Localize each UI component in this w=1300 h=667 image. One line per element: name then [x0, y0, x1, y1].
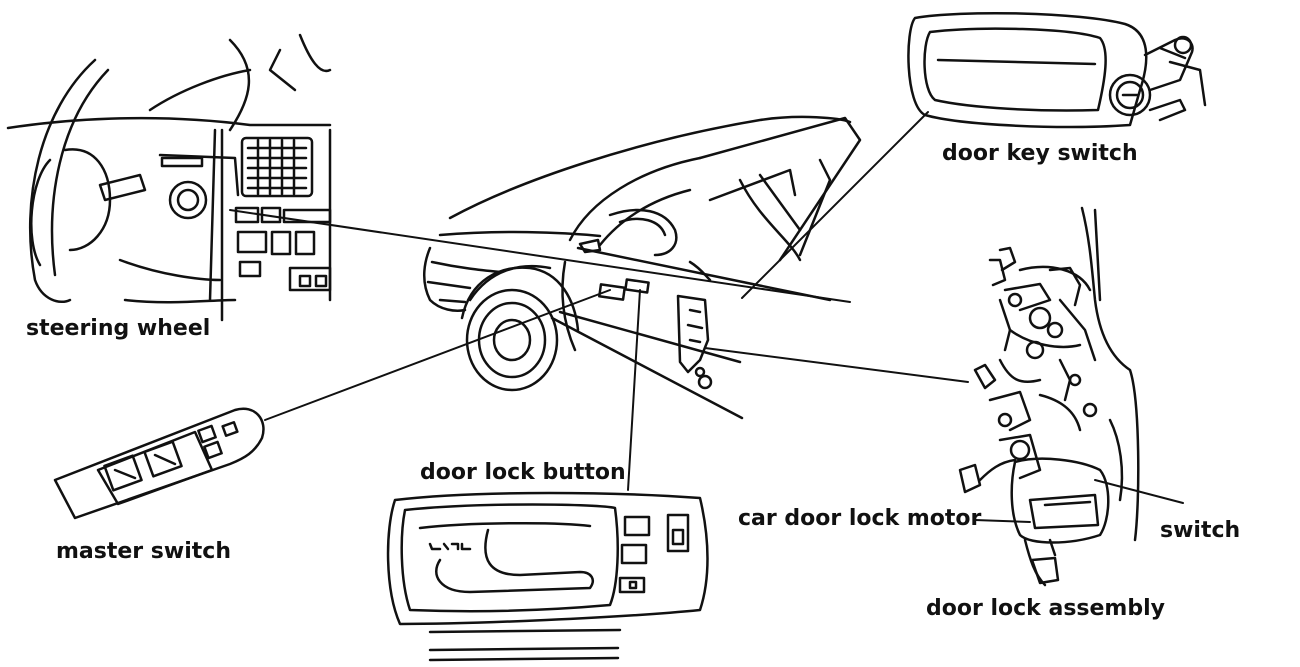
label-steering-wheel: steering wheel	[26, 316, 211, 341]
label-door-lock-assembly: door lock assembly	[926, 596, 1165, 621]
label-door-key-switch: door key switch	[942, 141, 1138, 166]
label-master-switch: master switch	[56, 539, 231, 564]
leader-line-assembly	[705, 348, 968, 382]
door-lock-assembly-icon	[960, 208, 1138, 585]
car-outline-icon	[424, 117, 860, 418]
door-lock-button-icon	[388, 493, 707, 660]
leader-line-motor	[975, 520, 1030, 522]
leader-line-key-switch	[742, 112, 928, 298]
label-door-lock-button: door lock button	[420, 460, 626, 485]
door-key-switch-icon	[908, 13, 1205, 127]
dashboard-steering-wheel-icon	[8, 35, 330, 320]
leader-lines	[230, 112, 1183, 522]
leader-line-door-button	[628, 290, 640, 490]
label-switch: switch	[1160, 518, 1241, 543]
label-car-door-lock-motor: car door lock motor	[738, 506, 982, 531]
leader-line-master	[265, 290, 610, 420]
master-switch-icon	[55, 409, 263, 518]
leader-line-steering	[230, 210, 850, 302]
